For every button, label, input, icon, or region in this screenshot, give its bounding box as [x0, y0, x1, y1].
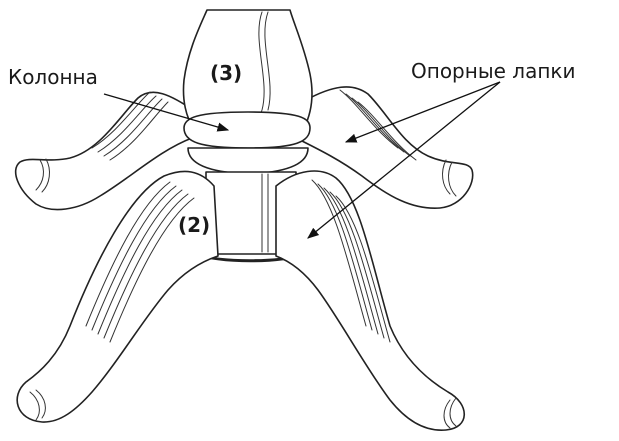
label-part-column: (3): [210, 61, 242, 85]
label-column: Колонна: [8, 65, 98, 89]
label-feet: Опорные лапки: [411, 59, 575, 83]
label-part-base: (2): [178, 213, 210, 237]
column: [183, 10, 312, 174]
front-right-leg: [276, 171, 464, 430]
